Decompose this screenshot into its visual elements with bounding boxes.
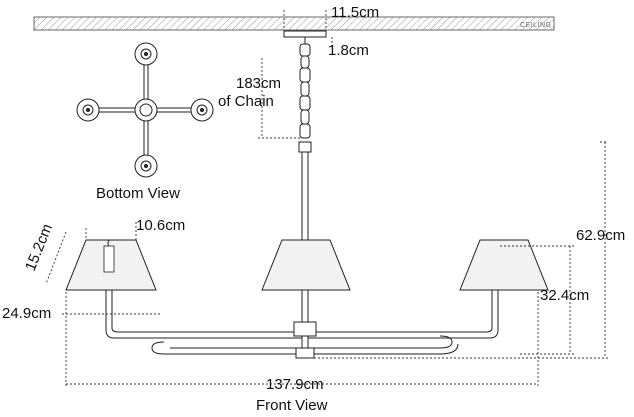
canopy-height-label: 1.8cm [328, 42, 369, 59]
shade-center [261, 239, 351, 291]
bottom-view: Bottom View [76, 42, 214, 202]
front-view-label: Front View [256, 397, 328, 414]
bottom-view-label: Bottom View [96, 185, 180, 202]
ceiling-band [33, 16, 555, 31]
chain-caption-label: of Chain [218, 93, 274, 110]
overall-width-label: 137.9cm [266, 376, 324, 393]
overall-height-label: 62.9cm [576, 227, 625, 244]
ceiling: CEILING [33, 16, 555, 31]
front-dimensions: 10.6cm 15.2cm 24.9cm 62.9cm 32.4cm 137.9… [2, 141, 625, 393]
canopy-width-label: 11.5cm [331, 4, 379, 21]
chain-length-label: 183cm [236, 75, 281, 92]
shade-height-label: 15.2cm [22, 222, 56, 274]
canopy: 11.5cm 1.8cm [283, 4, 379, 59]
shade-bottom-label: 24.9cm [2, 305, 51, 322]
shade-top-label: 10.6cm [136, 217, 185, 234]
arm-height-label: 32.4cm [540, 287, 589, 304]
ceiling-label: CEILING [520, 22, 552, 29]
shade-right [459, 239, 549, 291]
canopy-plate [283, 30, 327, 38]
front-view-fixture [65, 141, 549, 359]
chain: 183cm of Chain [218, 37, 311, 139]
